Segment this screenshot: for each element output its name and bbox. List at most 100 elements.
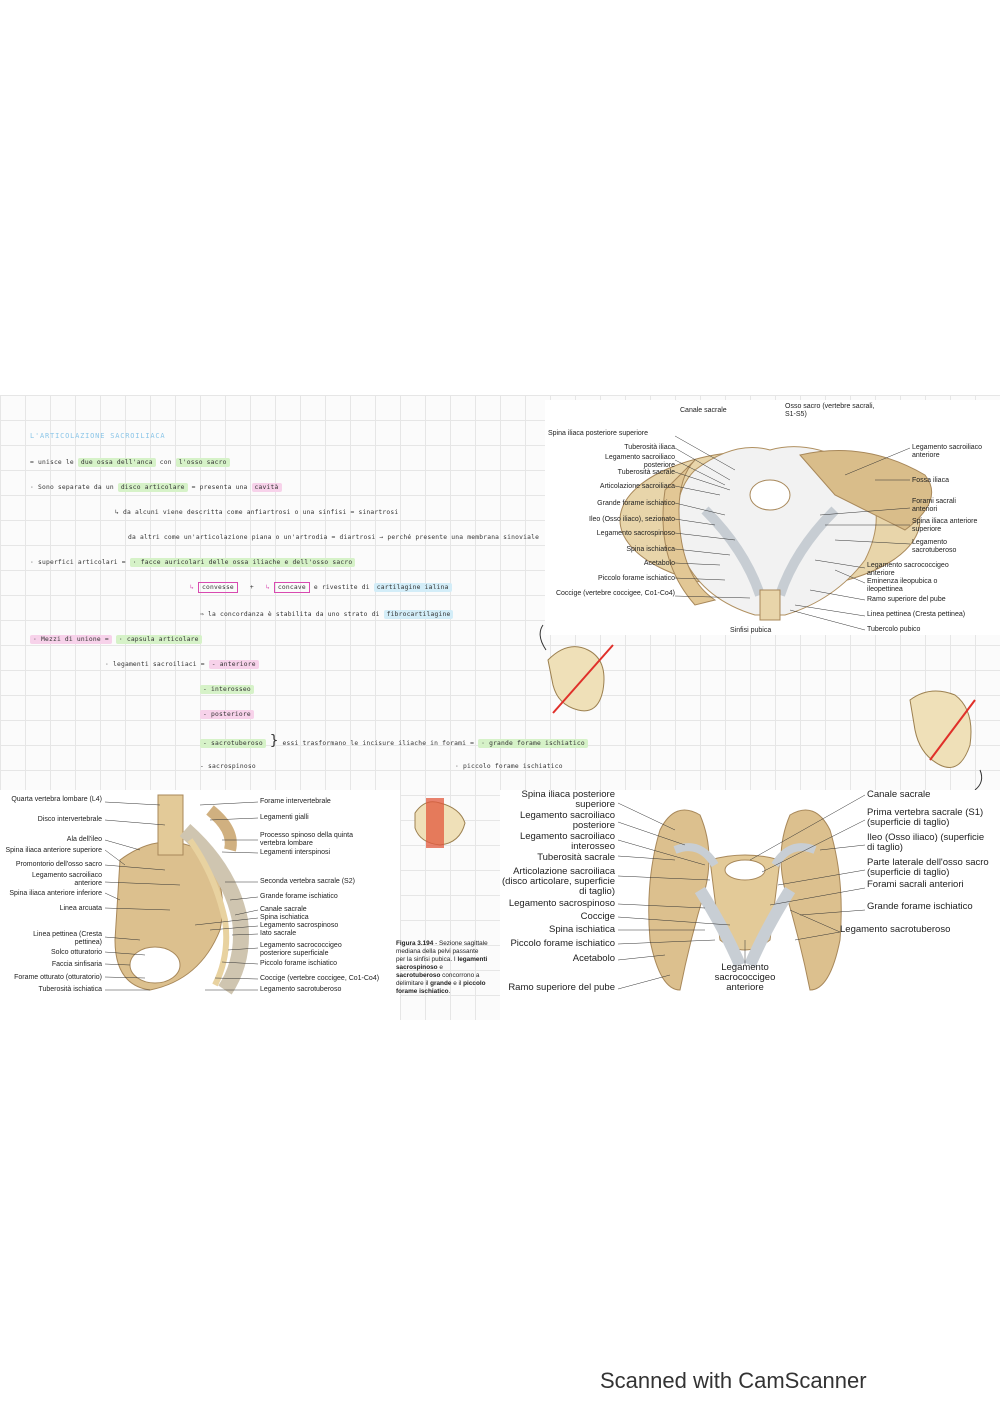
note-line-3: ↳ da alcuni viene descritta come anfiart…	[115, 509, 399, 516]
note-highlight: · facce auricolari delle ossa iliache e …	[129, 558, 356, 567]
label-top-left-7: Ileo (Osso iliaco), sezionato	[589, 516, 675, 523]
label-post-right-4: Parte laterale dell'osso sacro (superfic…	[867, 857, 989, 878]
label-sag-right-8: Spina ischiatica	[260, 914, 309, 921]
note-line-12: - sacrotuberoso } essi trasformano le in…	[200, 734, 588, 748]
label-post-right-6: Grande forame ischiatico	[867, 901, 973, 912]
label-post-left-3: Legamento sacroiliaco interosseo	[519, 831, 615, 852]
caption-text: e	[437, 964, 443, 971]
note-boxed: concave	[273, 582, 310, 593]
label-post-right-3: Ileo (Osso iliaco) (superficie di taglio…	[867, 832, 985, 853]
note-line-4: da altri come un'articolazione piana o u…	[128, 534, 539, 541]
note-text: da altri come un'articolazione piana o u…	[128, 534, 464, 541]
label-post-right-1: Canale sacrale	[867, 789, 931, 800]
label-top-right-8: Ramo superiore del pube	[867, 596, 946, 603]
note-highlight: cartilagine ialina	[373, 583, 452, 592]
label-post-left-10: Acetabolo	[572, 953, 615, 964]
label-top-left-3: Legamento sacroiliaco posteriore	[604, 454, 675, 469]
label-sag-left-9: Linea pettinea (Cresta pettinea)	[33, 931, 102, 946]
label-top-left-12: Coccige (vertebre coccigee, Co1-Co4)	[555, 590, 675, 597]
label-sag-left-3: Ala dell'ileo	[66, 836, 102, 843]
note-line-8: · Mezzi di unione = · capsula articolare	[30, 635, 202, 644]
label-sag-left-11: Faccia sinfisaria	[51, 961, 102, 968]
scanner-watermark: Scanned with CamScanner	[600, 1368, 867, 1393]
label-post-left-6: Legamento sacrospinoso	[508, 898, 615, 909]
note-line-10: - interosseo	[200, 685, 254, 694]
label-sag-right-1: Forame intervertebrale	[260, 798, 331, 805]
label-top-left-10: Acetabolo	[643, 560, 675, 567]
note-text: membrana sinoviale	[467, 534, 540, 541]
label-sag-right-5: Seconda vertebra sacrale (S2)	[260, 878, 355, 885]
note-highlight: fibrocartilagine	[383, 610, 454, 619]
label-post-left-4: Tuberosità sacrale	[537, 852, 615, 863]
label-post-left-5: Articolazione sacroiliaca (disco articol…	[502, 866, 615, 897]
label-post-left-1: Spina iliaca posteriore superiore	[521, 789, 615, 810]
note-text: ⇒ la concordanza è stabilita da uno stra…	[200, 611, 380, 618]
label-sag-left-7: Spina iliaca anteriore inferiore	[9, 890, 102, 897]
note-highlight: cavità	[251, 483, 282, 492]
label-top-left-9: Spina ischiatica	[626, 546, 675, 553]
orientation-icon-bottom	[909, 690, 983, 791]
caption-text: .	[448, 988, 451, 995]
label-sag-right-13: Coccige (vertebre coccigee, Co1-Co4)	[260, 975, 380, 982]
note-line-1: = unisce le due ossa dell'anca con l'oss…	[30, 458, 230, 467]
label-top-left-11: Piccolo forame ischiatico	[597, 575, 675, 582]
label-post-left-2: Legamento sacroiliaco posteriore	[519, 810, 615, 831]
label-sag-left-5: Promontorio dell'osso sacro	[15, 861, 102, 868]
caption-bold: grande	[430, 980, 452, 987]
label-top-right-7: Eminenza ileopubica o ileopettinea	[867, 578, 938, 593]
note-highlight: - posteriore	[200, 710, 254, 719]
note-highlight: l'osso sacro	[175, 458, 230, 467]
note-highlight: · capsula articolare	[115, 635, 202, 644]
label-top-top-2: Osso sacro (vertebre sacrali, S1-S5)	[785, 403, 875, 418]
label-sag-right-12: Piccolo forame ischiatico	[260, 960, 338, 967]
sagittal-inset-icon	[414, 798, 466, 848]
label-post-bottom: Legamento sacrococcigeo anteriore	[714, 962, 776, 993]
label-top-right-10: Tubercolo pubico	[867, 626, 921, 633]
label-post-right-2: Prima vertebra sacrale (S1) (superficie …	[867, 807, 984, 828]
label-post-left-8: Spina ischiatica	[548, 924, 615, 935]
label-top-right-4: Spina iliaca anteriore superiore	[912, 518, 978, 533]
note-text: · piccolo forame ischiatico	[455, 763, 563, 770]
label-post-right-7: Legamento sacrotuberoso	[840, 924, 951, 935]
caption-figure-number: Figura 3.194	[396, 940, 434, 947]
label-post-left-9: Piccolo forame ischiatico	[510, 938, 615, 949]
label-top-left-2: Tuberosità iliaca	[624, 444, 675, 451]
label-sag-right-6: Grande forame ischiatico	[260, 893, 338, 900]
note-highlight: - sacrotuberoso	[200, 739, 266, 748]
figure-pelvis-sagittal: Quarta vertebra lombare (L4) Disco inter…	[0, 790, 400, 1020]
note-text: con	[159, 459, 172, 466]
label-top-left-6: Grande forame ischiatico	[597, 500, 675, 507]
figure-pelvis-top-view: Spina iliaca posteriore superiore Tubero…	[545, 400, 1000, 635]
caption-bold: sacrotuberoso	[396, 972, 441, 979]
notes-sheet: L'ARTICOLAZIONE SACROILIACA = unisce le …	[0, 395, 1000, 1020]
label-sag-left-8: Linea arcuata	[59, 905, 102, 912]
label-sag-right-3: Processo spinoso della quinta vertebra l…	[260, 832, 354, 847]
label-top-right-2: Fossa iliaca	[912, 477, 949, 484]
note-text: e rivestite di	[313, 584, 370, 591]
caption-text: e il	[451, 980, 464, 987]
label-post-right-5: Forami sacrali anteriori	[867, 879, 964, 890]
note-highlight: · Mezzi di unione =	[30, 635, 112, 644]
note-highlight: due ossa dell'anca	[77, 458, 156, 467]
pelvis-sagittal-illustration	[104, 794, 259, 995]
note-boxed: convesse	[198, 582, 238, 593]
note-highlight: · grande forame ischiatico	[478, 739, 588, 748]
label-top-left-1: Spina iliaca posteriore superiore	[548, 430, 648, 437]
note-text: - sacrospinoso	[200, 763, 256, 770]
label-sag-left-4: Spina iliaca anteriore superiore	[5, 847, 103, 854]
label-top-left-8: Legamento sacrospinoso	[596, 530, 675, 537]
note-highlight: disco articolare	[117, 483, 188, 492]
label-sag-left-10: Solco otturatorio	[51, 949, 102, 956]
label-sag-right-14: Legamento sacrotuberoso	[260, 986, 342, 993]
label-sag-right-9: Legamento sacrospinoso	[260, 922, 339, 929]
note-line-6: ↳ convesse + ↳ concave e rivestite di ca…	[190, 582, 452, 593]
note-line-13b: · piccolo forame ischiatico	[455, 763, 563, 770]
note-text: · legamenti sacroiliaci =	[105, 661, 205, 668]
label-top-top-1: Canale sacrale	[680, 407, 727, 414]
label-sag-right-7: Canale sacrale	[260, 906, 307, 913]
label-top-right-6: Legamento sacrococcigeo anteriore	[867, 562, 949, 577]
label-sag-left-6: Legamento sacroiliaco anteriore	[31, 872, 102, 887]
note-highlight: - interosseo	[200, 685, 254, 694]
orientation-icon-top	[539, 624, 614, 714]
caption-bold: piccolo forame ischiatico	[396, 980, 486, 995]
